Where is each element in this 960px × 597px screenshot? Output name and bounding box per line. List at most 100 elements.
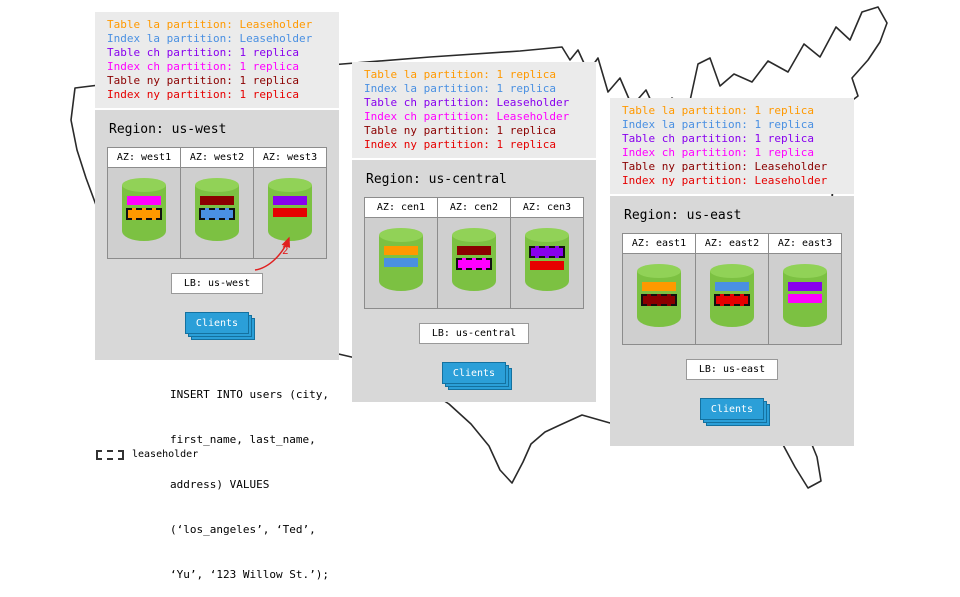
partition-bars: [273, 196, 307, 217]
database-cylinder-icon: [379, 228, 423, 291]
az-box: AZ: west1: [107, 147, 181, 259]
database-cylinder-icon: [195, 178, 239, 241]
az-label: AZ: west1: [108, 148, 180, 168]
partition-table_ch-leaseholder: [529, 246, 565, 258]
partition-index_ch-replica: [788, 294, 822, 303]
az-label: AZ: cen1: [365, 198, 437, 218]
az-box: AZ: west2: [180, 147, 254, 259]
database-cylinder-icon: [783, 264, 827, 327]
clients-label-us-east[interactable]: Clients: [700, 398, 764, 420]
legend-line: Index ny partition: Leaseholder: [622, 174, 828, 187]
database-cylinder-icon: [452, 228, 496, 291]
clients-button-us-central[interactable]: Clients: [442, 362, 512, 390]
partition-table_la-replica: [384, 246, 418, 255]
legend-line: Table ch partition: 1 replica: [622, 132, 815, 145]
load-balancer-us-west: LB: us-west: [170, 273, 264, 294]
partition-table_ny-leaseholder: [641, 294, 677, 306]
az-box: AZ: east3: [768, 233, 842, 345]
sql-insert-note: INSERT INTO users (city, first_name, las…: [170, 357, 329, 597]
region-title-us-east: Region: us-east: [624, 208, 742, 223]
legend-line: Table ch partition: Leaseholder: [364, 96, 570, 109]
sql-line: first_name, last_name,: [170, 433, 316, 446]
annotation-arrow-west3: [254, 236, 291, 271]
clients-button-us-east[interactable]: Clients: [700, 398, 770, 426]
az-body: [511, 218, 583, 308]
partition-index_la-replica: [384, 258, 418, 267]
legend-line: Table ch partition: 1 replica: [107, 46, 300, 59]
partition-bars: [199, 196, 235, 220]
leaseholder-swatch-icon: [96, 449, 124, 460]
sql-line: (‘los_angeles’, ‘Ted’,: [170, 523, 316, 536]
legend-line: Index la partition: Leaseholder: [107, 32, 313, 45]
partition-bars: [126, 196, 162, 220]
partition-bars: [788, 282, 822, 303]
az-body: [365, 218, 437, 308]
annotation-number: 2: [282, 244, 289, 257]
partition-table_ch-replica: [788, 282, 822, 291]
clients-button-us-west[interactable]: Clients: [185, 312, 255, 340]
legend-line: Index ch partition: 1 replica: [622, 146, 815, 159]
az-body: [623, 254, 695, 344]
az-label: AZ: west2: [181, 148, 253, 168]
legend-line: Index ch partition: Leaseholder: [364, 110, 570, 123]
legend-line: Table la partition: 1 replica: [364, 68, 557, 81]
clients-label-us-central[interactable]: Clients: [442, 362, 506, 384]
legend-line: Table la partition: Leaseholder: [107, 18, 313, 31]
az-label: AZ: east3: [769, 234, 841, 254]
legend-line: Table ny partition: 1 replica: [107, 74, 300, 87]
legend-line: Index ch partition: 1 replica: [107, 60, 300, 73]
partition-index_ny-replica: [530, 261, 564, 270]
sql-line: ‘Yu’, ‘123 Willow St.’);: [170, 568, 329, 581]
partition-index_ny-leaseholder: [714, 294, 750, 306]
partition-table_la-replica: [642, 282, 676, 291]
database-cylinder-icon: [268, 178, 312, 241]
az-body: [254, 168, 326, 258]
partition-table_la-leaseholder: [126, 208, 162, 220]
legend-line: Table ny partition: Leaseholder: [622, 160, 828, 173]
database-cylinder-icon: [637, 264, 681, 327]
partition-index_ch-replica: [127, 196, 161, 205]
az-body: [696, 254, 768, 344]
az-box: AZ: cen1: [364, 197, 438, 309]
leaseholder-key: leaseholder: [96, 449, 198, 460]
az-body: [181, 168, 253, 258]
leaseholder-key-label: leaseholder: [132, 449, 199, 460]
legend-line: Index la partition: 1 replica: [364, 82, 557, 95]
az-box: AZ: east2: [695, 233, 769, 345]
az-label: AZ: cen3: [511, 198, 583, 218]
database-cylinder-icon: [122, 178, 166, 241]
az-body: [769, 254, 841, 344]
load-balancer-us-central: LB: us-central: [418, 323, 530, 344]
partition-bars: [529, 246, 565, 270]
legend-line: Index ny partition: 1 replica: [364, 138, 557, 151]
legend-line: Index ny partition: 1 replica: [107, 88, 300, 101]
region-title-us-central: Region: us-central: [366, 172, 507, 187]
sql-line: address) VALUES: [170, 478, 270, 491]
load-balancer-us-east: LB: us-east: [685, 359, 779, 380]
legend-line: Table ny partition: 1 replica: [364, 124, 557, 137]
clients-label-us-west[interactable]: Clients: [185, 312, 249, 334]
sql-line: INSERT INTO users (city,: [170, 388, 329, 401]
az-box: AZ: east1: [622, 233, 696, 345]
legend-line: Index la partition: 1 replica: [622, 118, 815, 131]
partition-index_la-replica: [715, 282, 749, 291]
region-title-us-west: Region: us-west: [109, 122, 227, 137]
partition-index_la-leaseholder: [199, 208, 235, 220]
database-cylinder-icon: [525, 228, 569, 291]
partition-index_ch-leaseholder: [456, 258, 492, 270]
legend-line: Table la partition: 1 replica: [622, 104, 815, 117]
database-cylinder-icon: [710, 264, 754, 327]
partition-bars: [456, 246, 492, 270]
az-body: [438, 218, 510, 308]
partition-table_ny-replica: [457, 246, 491, 255]
az-box: AZ: cen2: [437, 197, 511, 309]
